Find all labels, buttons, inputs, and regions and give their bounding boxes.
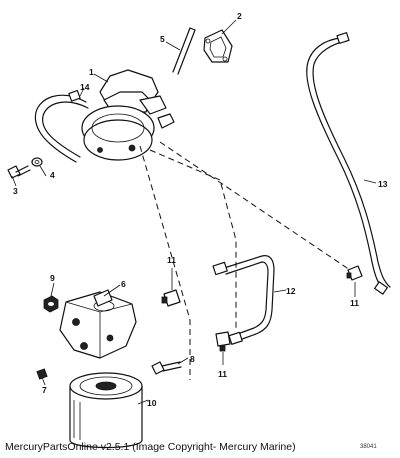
plug-7: [36, 368, 48, 380]
fitting-11-a: [161, 289, 181, 307]
filter-adapter-6: [59, 289, 137, 359]
callout-8: 8: [190, 354, 195, 364]
leader-lines: [11, 19, 377, 405]
fuel-line-12: [212, 255, 275, 345]
callout-6: 6: [121, 279, 126, 289]
fitting-11-c: [215, 331, 231, 352]
rod-5: [172, 27, 196, 75]
fuel-filter-10: [69, 372, 143, 449]
callout-11-b: 11: [350, 298, 359, 308]
callout-14: 14: [80, 82, 90, 92]
gasket-2: [203, 29, 233, 63]
callout-9: 9: [50, 273, 55, 283]
callout-10: 10: [147, 398, 157, 408]
callout-2: 2: [237, 11, 242, 21]
callout-1: 1: [89, 67, 94, 77]
fuel-line-13: [306, 32, 391, 295]
callout-4: 4: [50, 170, 55, 180]
callout-11-a: 11: [167, 255, 176, 265]
hose-14: [34, 89, 89, 163]
nut-9: [43, 295, 59, 313]
callout-13: 13: [378, 179, 388, 189]
bolt-3: [7, 165, 31, 179]
callout-3: 3: [13, 186, 18, 196]
image-caption: MercuryPartsOnline v2.5.1 (Image Copyrig…: [5, 441, 296, 453]
assembly-line-c: [139, 145, 191, 380]
figure-number: 38041: [360, 444, 377, 450]
assembly-line-b: [159, 141, 351, 271]
callout-7: 7: [42, 385, 47, 395]
callout-12: 12: [286, 286, 296, 296]
fitting-11-b: [346, 265, 363, 281]
bolt-8: [151, 361, 182, 375]
callout-5: 5: [160, 34, 165, 44]
washer-4: [31, 157, 43, 167]
fuel-pump-1: [81, 69, 175, 161]
assembly-line-a: [149, 149, 237, 330]
callout-11-c: 11: [218, 369, 227, 379]
